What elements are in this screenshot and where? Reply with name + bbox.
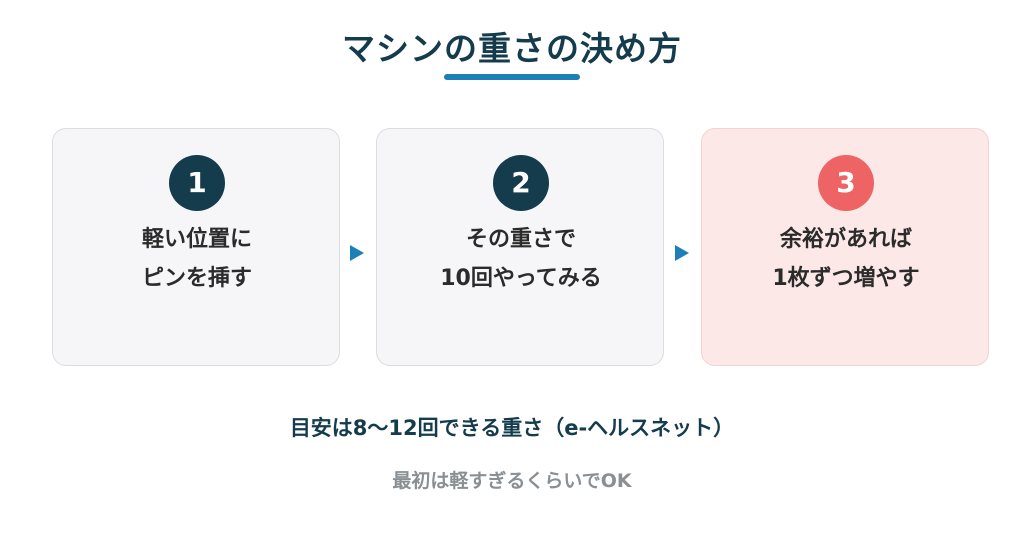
step-number-badge: 2 xyxy=(493,155,549,211)
guideline-note: 目安は8〜12回できる重さ（e-ヘルスネット） xyxy=(289,416,735,440)
arrow-right-icon xyxy=(675,245,689,261)
step-number-badge: 3 xyxy=(818,155,874,211)
title-underline xyxy=(444,74,580,80)
arrow-right-icon xyxy=(350,245,364,261)
step-text-line: 余裕があれば xyxy=(779,227,912,252)
step-text-line: その重さで xyxy=(465,227,576,252)
page-title: マシンの重さの決め方 xyxy=(342,29,682,68)
step-card-2: 2 その重さで 10回やってみる xyxy=(376,128,664,366)
step-text-line: ピンを挿す xyxy=(141,266,252,291)
step-card-1: 1 軽い位置に ピンを挿す xyxy=(52,128,340,366)
step-card-3: 3 余裕があれば 1枚ずつ増やす xyxy=(701,128,989,366)
guideline-sub-note: 最初は軽すぎるくらいでOK xyxy=(392,470,632,492)
step-text-line: 1枚ずつ増やす xyxy=(772,266,920,291)
step-number-badge: 1 xyxy=(169,155,225,211)
step-text-line: 軽い位置に xyxy=(141,227,252,252)
step-text-line: 10回やってみる xyxy=(440,266,602,291)
